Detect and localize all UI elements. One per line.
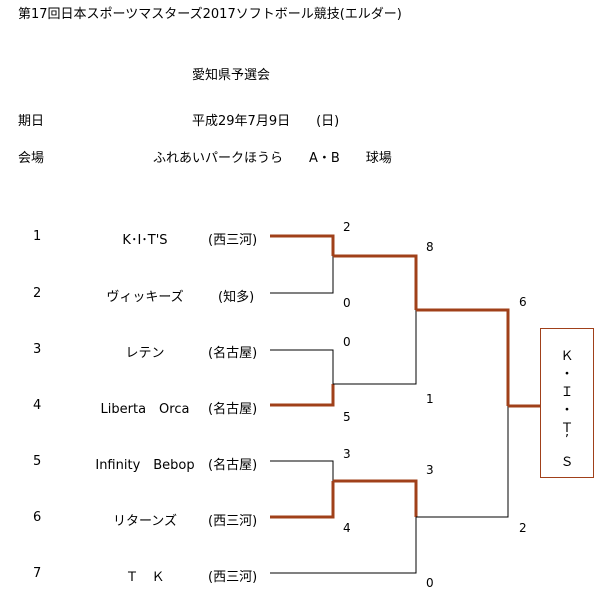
champion-char: ・ xyxy=(560,403,574,418)
champion-char: ・ xyxy=(560,367,574,382)
venue-value: ふれあいパークほうら A・B 球場 xyxy=(153,151,392,166)
score-final-top: 6 xyxy=(519,295,527,309)
score-r1-m1-bottom: 0 xyxy=(343,296,351,310)
bracket-loser-line xyxy=(270,256,334,294)
team-region: (名古屋) xyxy=(208,458,258,473)
team-region: (西三河) xyxy=(208,514,258,529)
bracket-winner-line xyxy=(270,481,335,519)
team-region: (名古屋) xyxy=(208,346,258,361)
score-final-bottom: 2 xyxy=(519,521,527,535)
team-seed: 4 xyxy=(33,398,42,413)
bracket-winner-line xyxy=(333,479,418,517)
team-name: レテン xyxy=(125,346,165,361)
bracket-winner-line xyxy=(270,384,335,407)
page-title: 第17回日本スポーツマスターズ2017ソフトボール競技(エルダー) xyxy=(18,7,402,22)
champion-char: Ｔ xyxy=(560,421,574,436)
bracket-winner-line xyxy=(270,234,335,256)
champion-char: ’ xyxy=(564,433,570,448)
score-r1-m2-top: 0 xyxy=(343,335,351,349)
champion-char: Ｋ xyxy=(560,349,574,364)
bracket-loser-line xyxy=(270,460,334,481)
team-region: (西三河) xyxy=(208,570,258,585)
team-seed: 7 xyxy=(33,566,42,581)
champion-box: Ｋ ・ Ｉ ・ Ｔ ’ Ｓ xyxy=(540,328,594,478)
team-region: (知多) xyxy=(218,290,255,305)
team-seed: 3 xyxy=(33,342,42,357)
score-r2-m2-bottom: 0 xyxy=(426,576,434,590)
venue-label: 会場 xyxy=(18,151,45,166)
page-subtitle: 愛知県予選会 xyxy=(192,68,271,83)
bracket-loser-line xyxy=(270,349,334,384)
score-r1-m1-top: 2 xyxy=(343,220,351,234)
date-value: 平成29年7月9日 (日) xyxy=(192,114,340,129)
team-seed: 2 xyxy=(33,286,42,301)
bracket-loser-line xyxy=(270,517,417,574)
team-region: (西三河) xyxy=(208,233,258,248)
bracket-loser-line xyxy=(416,406,509,518)
team-seed: 5 xyxy=(33,454,42,469)
team-name: Infinity Bebop xyxy=(95,458,195,473)
score-r2-m2-top: 3 xyxy=(426,463,434,477)
champion-char: Ｉ xyxy=(560,385,574,400)
date-label: 期日 xyxy=(18,114,45,129)
team-seed: 1 xyxy=(33,229,42,244)
team-seed: 6 xyxy=(33,510,42,525)
team-name: Ｔ Ｋ xyxy=(125,570,165,585)
score-r2-m1-top: 8 xyxy=(426,240,434,254)
bracket-winner-line xyxy=(416,308,510,406)
score-r1-m2-bottom: 5 xyxy=(343,410,351,424)
score-r2-m1-bottom: 1 xyxy=(426,392,434,406)
team-name: K･I･T'S xyxy=(122,233,168,248)
team-name: ヴィッキーズ xyxy=(106,290,184,305)
score-r1-m3-bottom: 4 xyxy=(343,521,351,535)
champion-char: Ｓ xyxy=(560,455,574,470)
team-name: リターンズ xyxy=(112,514,178,529)
score-r1-m3-top: 3 xyxy=(343,447,351,461)
bracket-winner-line xyxy=(333,254,418,310)
team-name: Liberta Orca xyxy=(100,402,190,417)
team-region: (名古屋) xyxy=(208,402,258,417)
bracket-loser-line xyxy=(333,310,417,385)
